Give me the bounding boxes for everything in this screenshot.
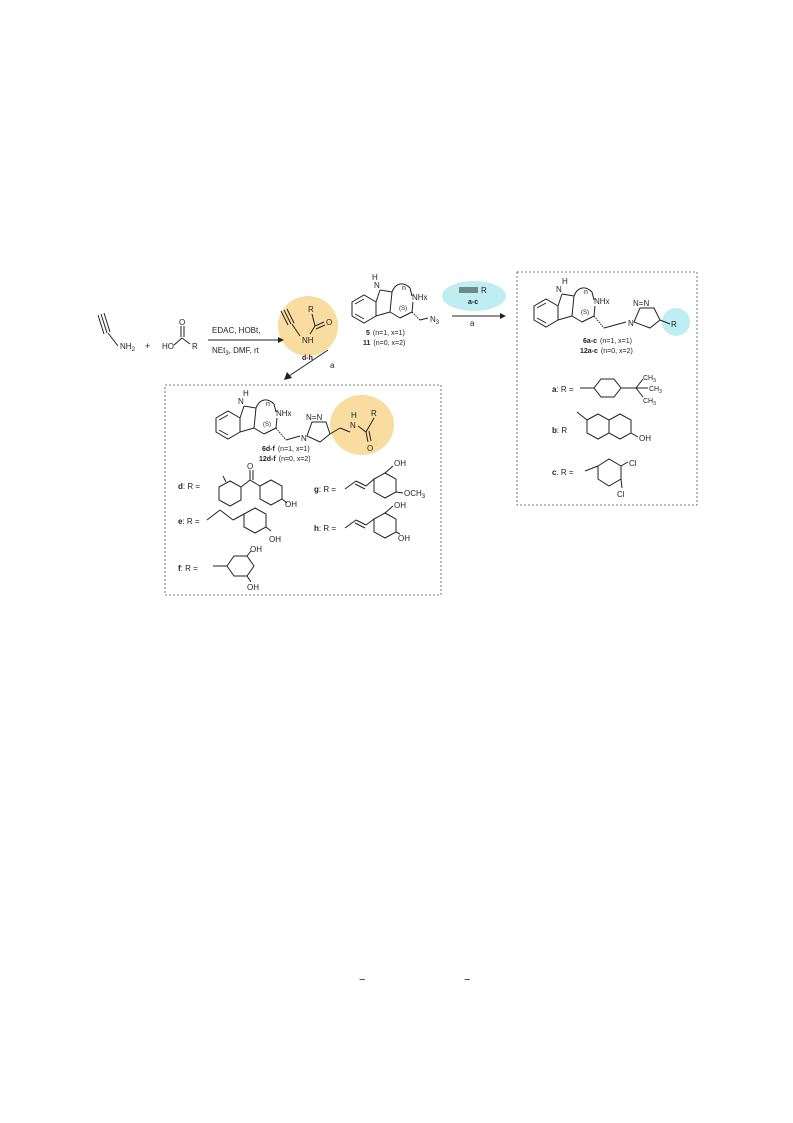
svg-text:11(n=0, x=2): 11(n=0, x=2) <box>363 340 405 347</box>
svg-text:OH: OH <box>247 583 259 592</box>
series-a-c-box <box>516 271 698 506</box>
svg-text:a: a <box>330 361 335 370</box>
svg-text:CH3: CH3 <box>649 386 662 395</box>
amide-highlight-product <box>330 395 394 455</box>
amide-reagent: NH R O d-h <box>280 305 332 362</box>
svg-text:6a-c(n=1, x=1): 6a-c(n=1, x=1) <box>583 338 632 345</box>
svg-text:R: R <box>671 320 677 329</box>
r-group-a: a: R = CH3 CH3 CH3 <box>552 375 662 407</box>
svg-text:g: R =: g: R = <box>314 485 336 494</box>
svg-text:Cl: Cl <box>617 490 625 499</box>
svg-text:OH: OH <box>398 534 410 543</box>
svg-text:CH3: CH3 <box>643 375 656 384</box>
svg-text:Cl: Cl <box>629 459 637 468</box>
svg-text:OCH3: OCH3 <box>404 489 426 500</box>
svg-text:(S): (S) <box>581 310 589 316</box>
svg-text:N=N: N=N <box>306 413 322 422</box>
svg-text:O: O <box>179 318 185 327</box>
svg-text:H: H <box>372 273 378 282</box>
svg-text:H: H <box>243 389 249 398</box>
svg-text:a-c: a-c <box>468 299 478 306</box>
triazole-product-d-f: H N n NHx (S) N N=N H N R O 6d-f(n=1, x=… <box>215 389 377 463</box>
footer-mark-2: − <box>464 974 470 986</box>
r-group-c: c. R = Cl Cl <box>552 458 637 499</box>
svg-text:OH: OH <box>639 434 651 443</box>
svg-text:R: R <box>308 305 314 314</box>
arrow-to-6d-f: a <box>284 349 335 380</box>
svg-text:d-h: d-h <box>302 355 313 362</box>
footer-mark-1: − <box>359 974 365 986</box>
r-group-b: b: R OH <box>552 411 651 443</box>
svg-text:NHx: NHx <box>276 409 292 418</box>
plus-sign: + <box>145 341 150 351</box>
svg-text:EDAC, HOBt,: EDAC, HOBt, <box>212 326 260 335</box>
coupling-arrow: EDAC, HOBt, NEt3, DMF, rt <box>208 326 284 357</box>
svg-text:CH3: CH3 <box>643 398 656 407</box>
svg-text:12d-f(n=0, x=2): 12d-f(n=0, x=2) <box>259 456 311 463</box>
azide-tetrahydrocarboline: H N n NHx (S) N3 5(n=1, x=1) 11(n=0, x=2… <box>351 273 440 347</box>
svg-text:OH: OH <box>285 500 297 509</box>
svg-text:6d-f(n=1, x=1): 6d-f(n=1, x=1) <box>262 446 310 453</box>
r-group-g: g: R = OH OCH3 <box>314 459 426 500</box>
svg-text:OH: OH <box>269 535 281 544</box>
svg-text:H: H <box>351 411 357 420</box>
svg-text:d: R =: d: R = <box>178 482 200 491</box>
svg-text:h: R =: h: R = <box>314 524 336 533</box>
svg-text:c. R =: c. R = <box>552 468 574 477</box>
svg-text:N: N <box>374 281 380 290</box>
svg-text:N: N <box>556 285 562 294</box>
alkyne-highlight <box>442 281 506 311</box>
svg-text:n: n <box>266 401 270 408</box>
arrow-to-6a-c: a <box>452 313 506 328</box>
svg-text:OH: OH <box>250 545 262 554</box>
svg-text:N: N <box>301 434 307 443</box>
svg-text:a: R =: a: R = <box>552 385 574 394</box>
svg-text:HO: HO <box>162 342 174 351</box>
svg-text:R: R <box>371 409 377 418</box>
carboxylic-acid: HO O R <box>162 318 198 351</box>
svg-text:O: O <box>247 462 253 471</box>
svg-text:N: N <box>628 319 634 328</box>
svg-text:e: R =: e: R = <box>178 517 200 526</box>
svg-text:f: R =: f: R = <box>178 564 198 573</box>
svg-text:O: O <box>326 318 332 327</box>
svg-text:OH: OH <box>394 459 406 468</box>
r-group-highlight <box>662 308 690 336</box>
svg-text:R: R <box>192 342 198 351</box>
triazole-product-a-c: H N n NHx (S) N N=N R 6a-c(n=1, x=1) 12a… <box>533 277 677 355</box>
svg-text:(S): (S) <box>263 422 271 428</box>
svg-text:R: R <box>481 286 487 295</box>
svg-text:N: N <box>350 421 356 430</box>
svg-text:OH: OH <box>394 501 406 510</box>
svg-text:NEt3, DMF, rt: NEt3, DMF, rt <box>212 346 260 357</box>
svg-text:N: N <box>238 397 244 406</box>
svg-text:a: a <box>470 319 475 328</box>
svg-text:H: H <box>562 277 568 286</box>
svg-text:n: n <box>402 285 406 292</box>
svg-text:NHx: NHx <box>594 297 610 306</box>
svg-text:5(n=1, x=1): 5(n=1, x=1) <box>366 330 405 337</box>
svg-text:12a-c(n=0, x=2): 12a-c(n=0, x=2) <box>580 348 633 355</box>
svg-text:N=N: N=N <box>633 299 649 308</box>
r-group-e: e: R = OH <box>178 507 281 544</box>
svg-text:NH: NH <box>302 336 314 345</box>
svg-text:n: n <box>584 289 588 296</box>
svg-text:b: R: b: R <box>552 426 567 435</box>
series-d-h-box <box>164 384 442 596</box>
amide-highlight <box>278 296 338 356</box>
svg-text:O: O <box>367 444 373 453</box>
r-group-d: d: R = O OH <box>178 462 297 509</box>
alkyne-reagent: R a-c <box>459 286 487 306</box>
svg-text:N3: N3 <box>430 315 440 326</box>
svg-text:NH2: NH2 <box>120 342 136 353</box>
svg-text:(S): (S) <box>399 306 407 312</box>
r-group-h: h: R = OH OH <box>314 501 410 543</box>
svg-text:NHx: NHx <box>412 293 428 302</box>
r-group-f: f: R = OH OH <box>178 545 262 592</box>
propargylamine: NH2 <box>97 312 136 353</box>
